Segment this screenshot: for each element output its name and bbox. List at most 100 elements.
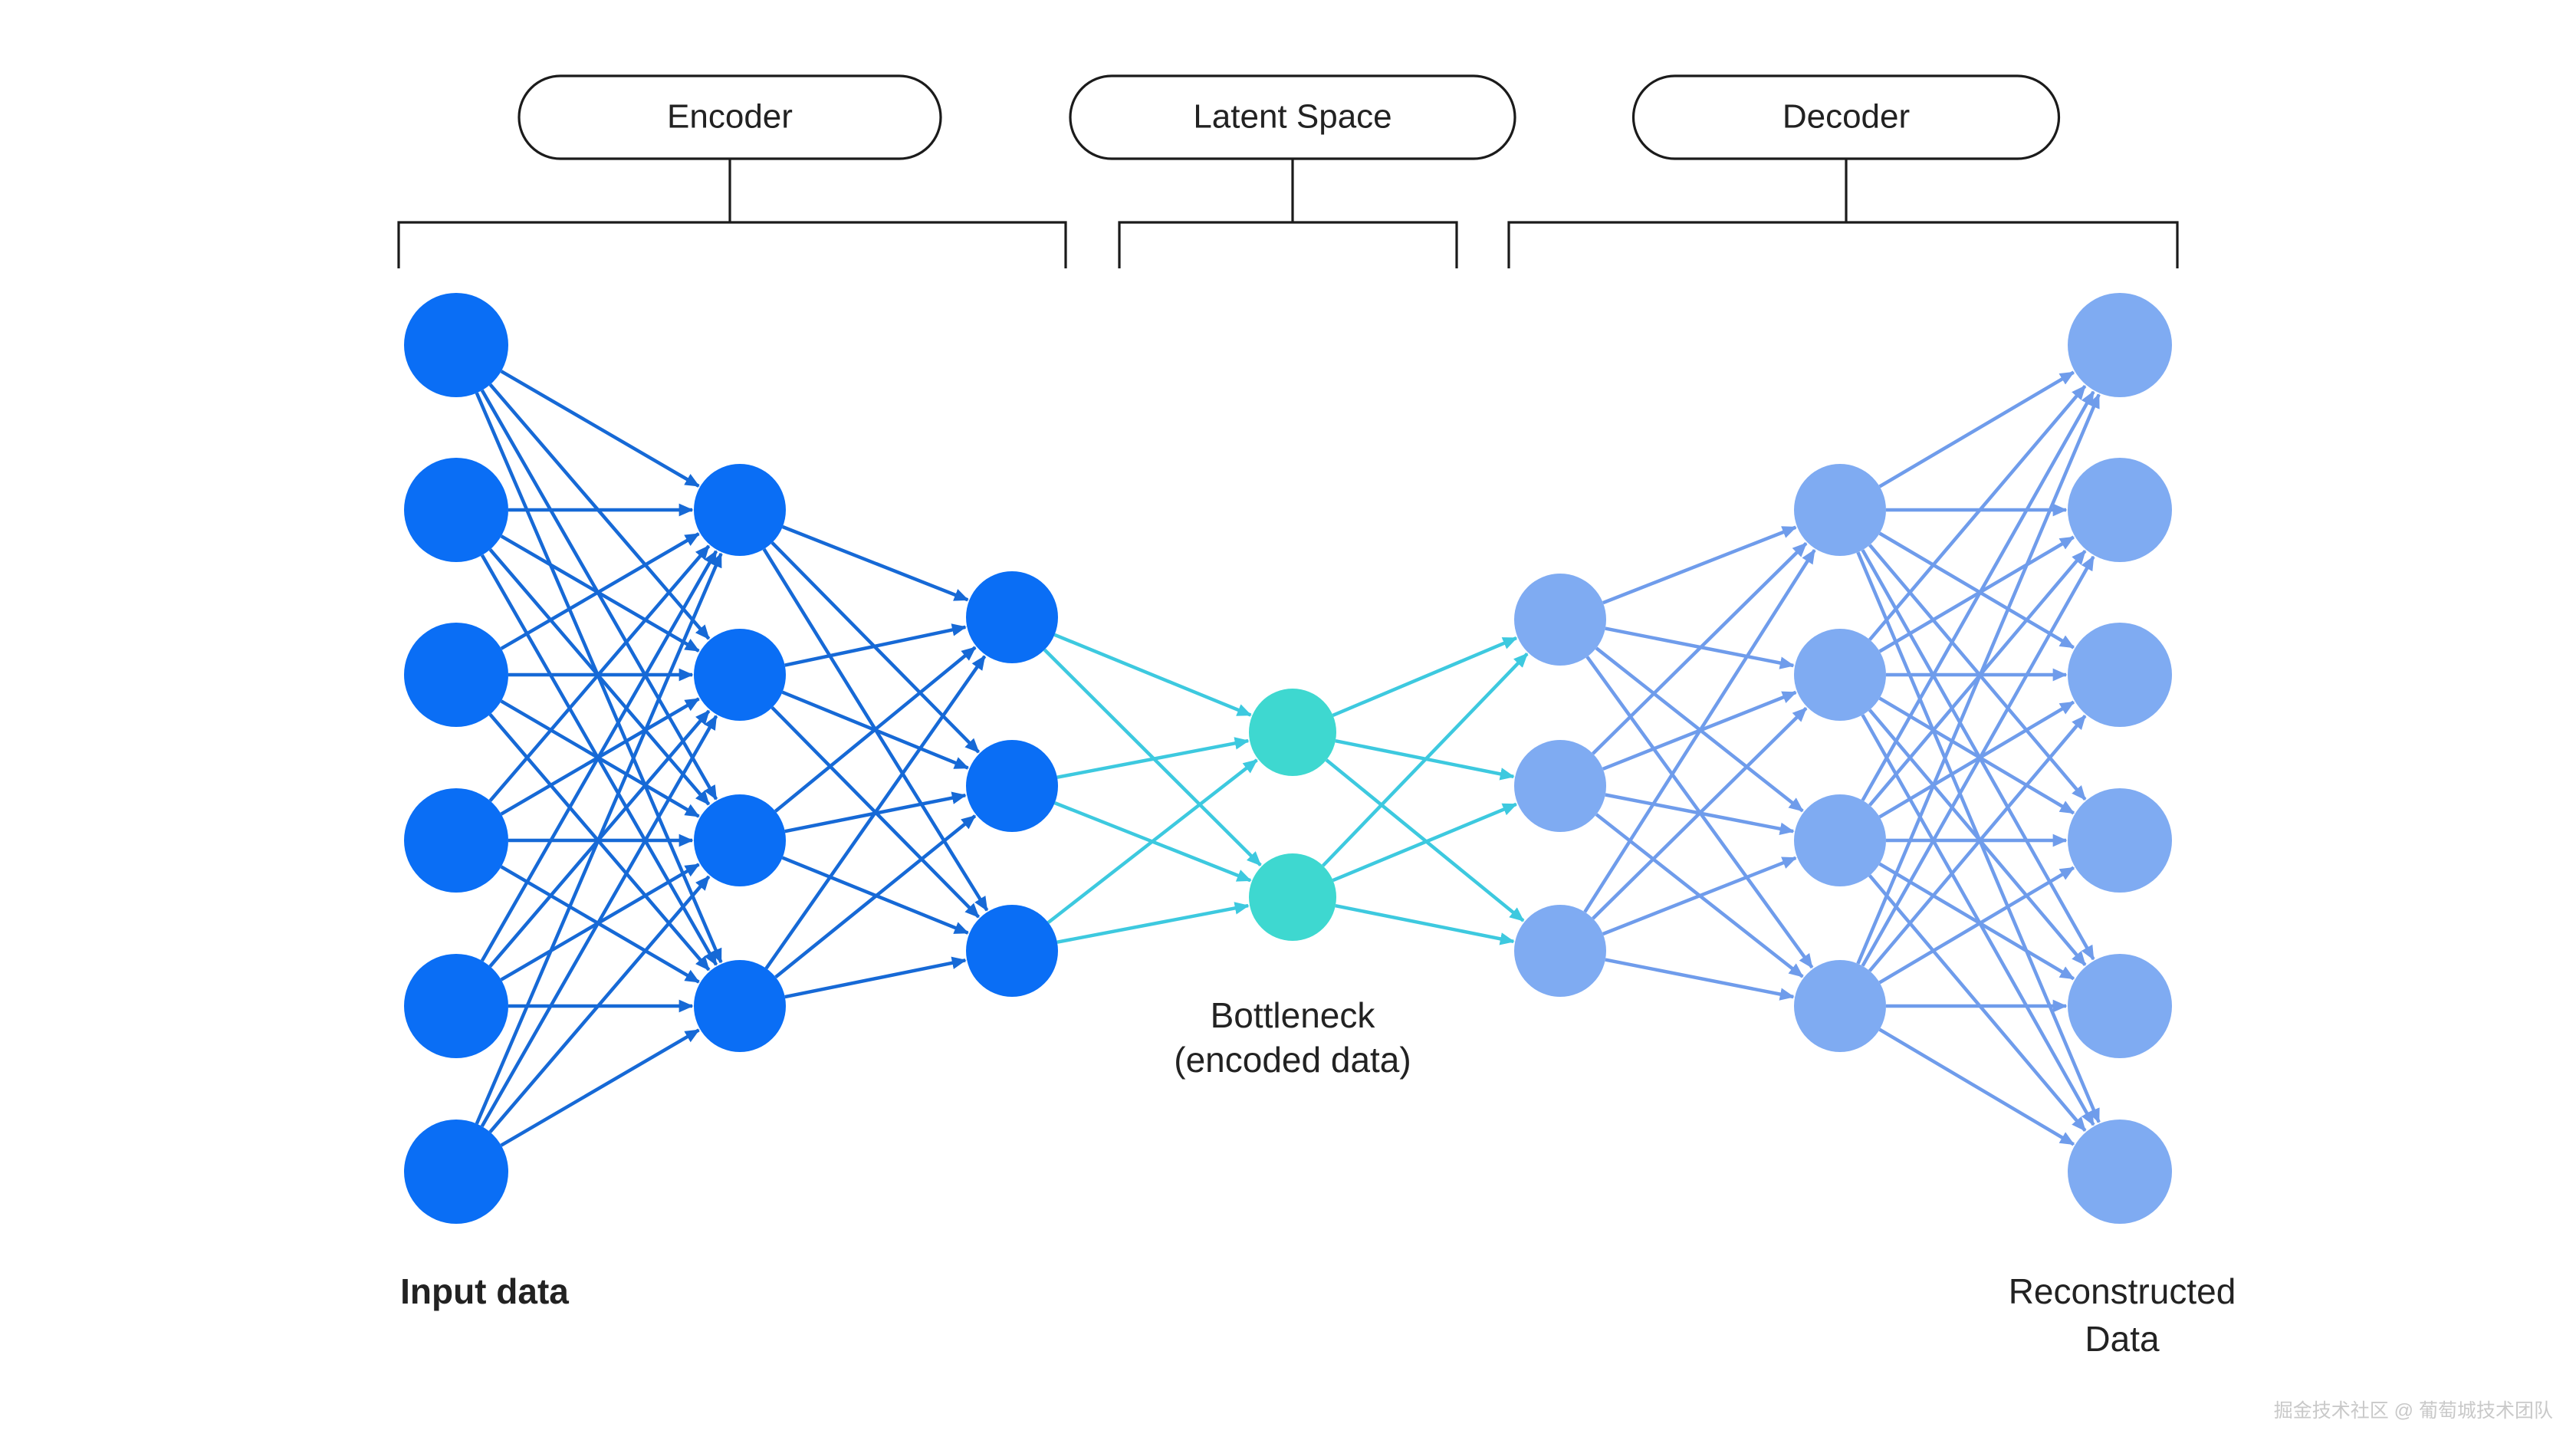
bottleneck-caption-line: (encoded data): [1174, 1040, 1411, 1080]
connection-edge: [500, 370, 700, 488]
bracket-path: [1507, 221, 2179, 268]
connection-edge: [1605, 958, 1795, 1001]
edge-group-input-layer-to-encoder-hidden-1: [475, 370, 723, 1147]
neuron-node[interactable]: [1249, 853, 1336, 941]
connection-edge: [1878, 1027, 2075, 1146]
group-pill-outline: [1069, 74, 1516, 160]
neuron-node[interactable]: [1514, 574, 1606, 666]
layer-input-layer: [404, 293, 508, 1224]
neuron-node[interactable]: [2068, 458, 2172, 562]
connection-edge: [784, 956, 967, 999]
connection-edge: [1878, 535, 2075, 653]
connection-edge: [1868, 715, 2087, 972]
neuron-node[interactable]: [966, 905, 1058, 997]
group-pill-encoder[interactable]: Encoder: [518, 74, 942, 160]
captions-layer: Bottleneck (encoded data) Input data Recons…: [400, 995, 2236, 1359]
connection-edge: [480, 550, 718, 962]
neuron-node[interactable]: [1794, 960, 1886, 1052]
connection-edge: [475, 552, 723, 1125]
neuron-node[interactable]: [2068, 1120, 2172, 1224]
connection-edge: [1592, 706, 1808, 920]
connection-edge: [1878, 700, 2075, 819]
neuron-node[interactable]: [404, 623, 508, 727]
connection-edge: [488, 544, 711, 802]
neuron-node[interactable]: [2068, 788, 2172, 893]
connection-edge: [1335, 903, 1515, 945]
neuron-node[interactable]: [404, 1120, 508, 1224]
edges-layer: [475, 370, 2101, 1147]
neuron-node[interactable]: [966, 740, 1058, 832]
neuron-node[interactable]: [404, 458, 508, 562]
bracket-encoder: [397, 159, 1067, 268]
neuron-node[interactable]: [1514, 740, 1606, 832]
connection-edge: [1053, 633, 1252, 717]
connection-edge: [480, 715, 718, 1128]
connection-edge: [1878, 531, 2075, 649]
nodes-layer: [404, 293, 2172, 1224]
connection-edge: [1602, 525, 1797, 605]
group-pill-latent-space[interactable]: Latent Space: [1069, 74, 1516, 160]
neuron-node[interactable]: [1794, 629, 1886, 721]
connection-edge: [1878, 862, 2075, 981]
layer-output-layer: [2068, 293, 2172, 1224]
connection-edge: [500, 1028, 700, 1147]
connection-edge: [1861, 390, 2095, 801]
bottleneck-caption: Bottleneck (encoded data): [1174, 995, 1411, 1080]
group-pill-label: Latent Space: [1193, 98, 1392, 136]
connection-edge: [1056, 737, 1250, 779]
neuron-node[interactable]: [2068, 623, 2172, 727]
bracket-decoder: [1507, 159, 2179, 268]
neuron-node[interactable]: [404, 954, 508, 1058]
connection-edge: [1868, 384, 2087, 641]
connection-edge: [1878, 866, 2075, 985]
neuron-node[interactable]: [694, 629, 786, 721]
neuron-node[interactable]: [1249, 689, 1336, 776]
edge-group-decoder-hidden-1-to-decoder-hidden-2: [1583, 525, 1816, 1001]
group-labels-layer: Encoder Latent Space Decoder: [518, 74, 2061, 160]
edge-group-encoder-hidden-1-to-encoder-hidden-2: [762, 524, 989, 999]
bottleneck-caption-line: Bottleneck: [1211, 995, 1376, 1035]
connection-edge: [1861, 555, 2095, 967]
connection-edge: [1878, 696, 2075, 815]
connection-edge: [488, 548, 711, 806]
connection-edge: [1868, 709, 2087, 966]
input-data-caption-line: Input data: [400, 1271, 569, 1311]
reconstructed-data-caption-line: Reconstructed: [2009, 1271, 2236, 1311]
watermark-layer: 掘金技术社区 @ 葡萄城技术团队: [2274, 1400, 2553, 1422]
reconstructed-data-caption-line: Data: [2085, 1319, 2160, 1359]
connection-edge: [1856, 393, 2101, 965]
connection-edge: [1868, 874, 2087, 1132]
layer-decoder-hidden-2: [1794, 464, 1886, 1052]
layer-encoder-hidden-1: [694, 464, 786, 1052]
neuron-node[interactable]: [694, 960, 786, 1052]
neuron-node[interactable]: [1794, 794, 1886, 886]
connection-edge: [1332, 802, 1518, 883]
group-pill-decoder[interactable]: Decoder: [1631, 74, 2061, 160]
neuron-node[interactable]: [2068, 293, 2172, 397]
layer-bottleneck-layer: [1249, 689, 1336, 941]
connection-edge: [500, 699, 700, 818]
bracket-path: [397, 221, 1067, 268]
connection-edge: [1046, 758, 1258, 924]
neuron-node[interactable]: [966, 571, 1058, 663]
neuron-node[interactable]: [2068, 954, 2172, 1058]
neuron-node[interactable]: [1794, 464, 1886, 556]
group-pill-outline: [1631, 74, 2061, 160]
neuron-node[interactable]: [404, 788, 508, 893]
neuron-node[interactable]: [694, 794, 786, 886]
connection-edge: [1056, 902, 1250, 944]
neuron-node[interactable]: [1514, 905, 1606, 997]
layer-encoder-hidden-2: [966, 571, 1058, 997]
neuron-node[interactable]: [694, 464, 786, 556]
input-data-caption: Input data: [400, 1271, 569, 1311]
connection-edge: [1602, 856, 1797, 936]
connection-edge: [1861, 714, 2095, 1126]
edge-group-encoder-hidden-2-to-bottleneck-layer: [1043, 633, 1262, 944]
layer-decoder-hidden-1: [1514, 574, 1606, 997]
group-pill-label: Decoder: [1783, 98, 1910, 136]
neuron-node[interactable]: [404, 293, 508, 397]
connection-edge: [500, 865, 700, 984]
connection-edge: [1583, 549, 1816, 913]
